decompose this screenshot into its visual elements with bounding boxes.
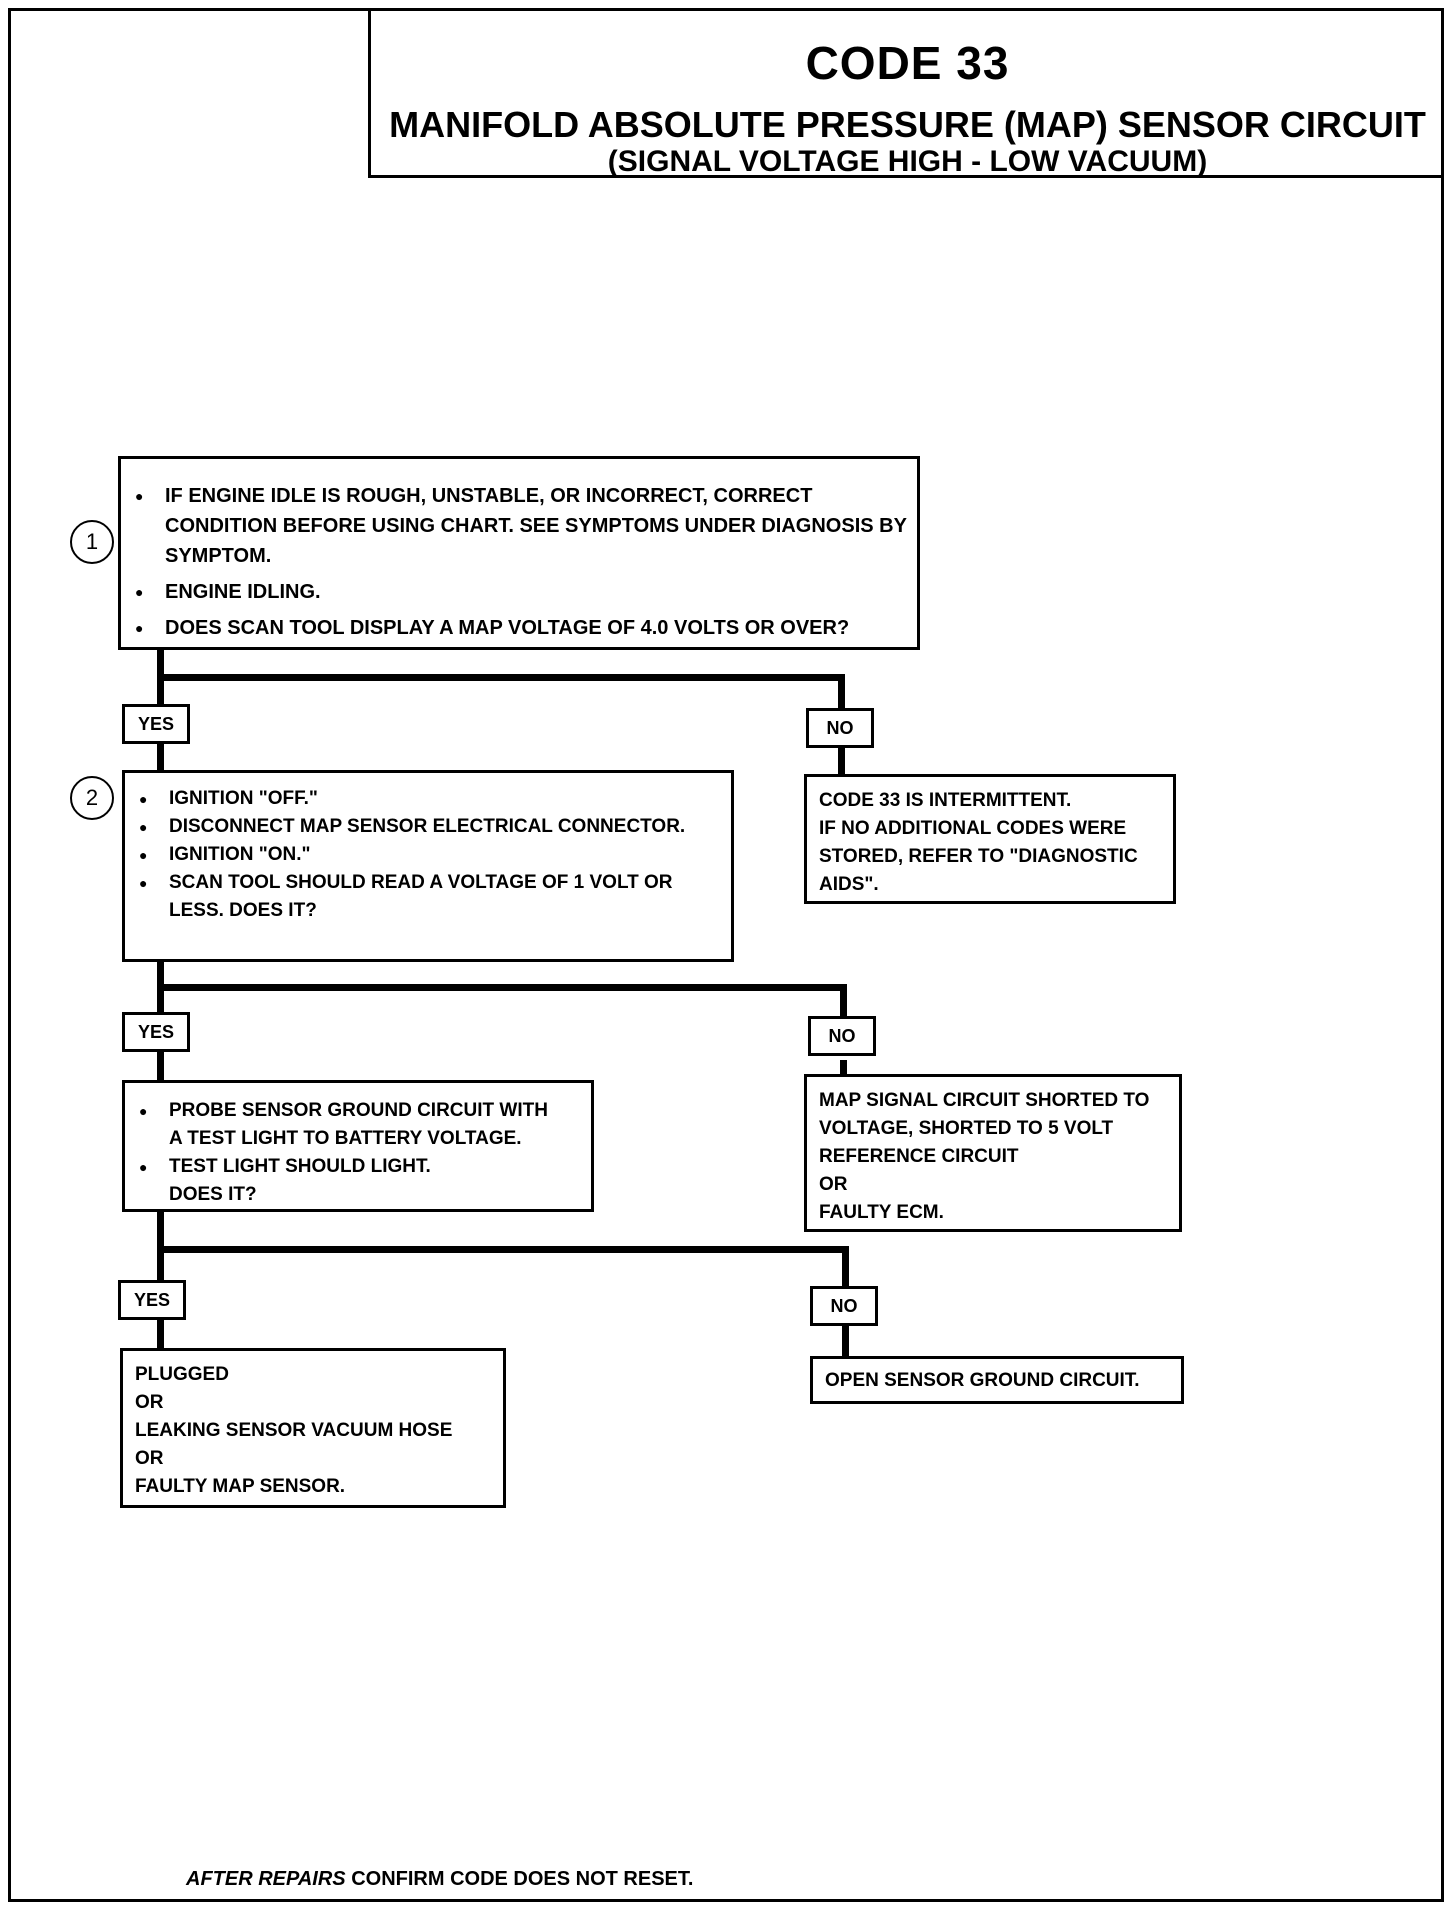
result-line: VOLTAGE, SHORTED TO 5 VOLT bbox=[819, 1118, 1114, 1139]
result-line: STORED, REFER TO "DIAGNOSTIC bbox=[819, 846, 1138, 867]
yes-label: YES bbox=[122, 1012, 190, 1052]
step1-no-result: CODE 33 IS INTERMITTENT. IF NO ADDITIONA… bbox=[804, 774, 1176, 904]
connector-line bbox=[157, 984, 847, 991]
step3-yes-result: PLUGGED OR LEAKING SENSOR VACUUM HOSE OR… bbox=[120, 1348, 506, 1508]
step2-box: IGNITION "OFF." DISCONNECT MAP SENSOR EL… bbox=[122, 770, 734, 962]
step1-item: ENGINE IDLING. bbox=[121, 577, 917, 607]
result-line: OPEN SENSOR GROUND CIRCUIT. bbox=[825, 1370, 1140, 1391]
step2-item: SCAN TOOL SHOULD READ A VOLTAGE OF 1 VOL… bbox=[125, 869, 731, 925]
step2-no-result: MAP SIGNAL CIRCUIT SHORTED TO VOLTAGE, S… bbox=[804, 1074, 1182, 1232]
code-number: CODE 33 bbox=[805, 37, 1010, 89]
connector-line bbox=[157, 1050, 164, 1082]
connector-line bbox=[157, 1246, 849, 1253]
no-label: NO bbox=[806, 708, 874, 748]
connector-line bbox=[840, 1060, 847, 1076]
connector-line bbox=[157, 1318, 164, 1350]
connector-line bbox=[157, 674, 845, 681]
connector-line bbox=[838, 674, 845, 710]
step3-box: PROBE SENSOR GROUND CIRCUIT WITH A TEST … bbox=[122, 1080, 594, 1212]
yes-label: YES bbox=[122, 704, 190, 744]
result-line: IF NO ADDITIONAL CODES WERE bbox=[819, 818, 1127, 839]
no-label: NO bbox=[808, 1016, 876, 1056]
result-line: MAP SIGNAL CIRCUIT SHORTED TO bbox=[819, 1090, 1150, 1111]
step-number-badge: 2 bbox=[70, 776, 114, 820]
chart-title: MANIFOLD ABSOLUTE PRESSURE (MAP) SENSOR … bbox=[389, 104, 1426, 145]
connector-line bbox=[842, 1246, 849, 1286]
step2-item: IGNITION "ON." bbox=[125, 841, 731, 869]
page-frame bbox=[8, 8, 1444, 1902]
result-line: OR bbox=[819, 1174, 848, 1195]
step1-item: IF ENGINE IDLE IS ROUGH, UNSTABLE, OR IN… bbox=[121, 481, 917, 571]
connector-line bbox=[842, 1326, 849, 1358]
connector-line bbox=[157, 740, 164, 772]
no-label: NO bbox=[810, 1286, 878, 1326]
result-line: OR bbox=[135, 1448, 164, 1469]
title-block: CODE 33 MANIFOLD ABSOLUTE PRESSURE (MAP)… bbox=[368, 8, 1444, 178]
result-line: AIDS". bbox=[819, 874, 879, 895]
chart-subtitle: (SIGNAL VOLTAGE HIGH - LOW VACUUM) bbox=[607, 145, 1208, 178]
result-line: REFERENCE CIRCUIT bbox=[819, 1146, 1019, 1167]
step2-item: IGNITION "OFF." bbox=[125, 785, 731, 813]
result-line: OR bbox=[135, 1392, 164, 1413]
step2-item: DISCONNECT MAP SENSOR ELECTRICAL CONNECT… bbox=[125, 813, 731, 841]
connector-line bbox=[840, 984, 847, 1020]
step3-item: PROBE SENSOR GROUND CIRCUIT WITH A TEST … bbox=[125, 1097, 591, 1153]
footer-note: AFTER REPAIRS CONFIRM CODE DOES NOT RESE… bbox=[186, 1868, 693, 1891]
step3-no-result: OPEN SENSOR GROUND CIRCUIT. bbox=[810, 1356, 1184, 1404]
step1-box: IF ENGINE IDLE IS ROUGH, UNSTABLE, OR IN… bbox=[118, 456, 920, 650]
result-line: PLUGGED bbox=[135, 1364, 229, 1385]
result-line: FAULTY MAP SENSOR. bbox=[135, 1476, 346, 1497]
step-number-badge: 1 bbox=[70, 520, 114, 564]
step1-item: DOES SCAN TOOL DISPLAY A MAP VOLTAGE OF … bbox=[121, 613, 917, 643]
result-line: CODE 33 IS INTERMITTENT. bbox=[819, 790, 1072, 811]
result-line: LEAKING SENSOR VACUUM HOSE bbox=[135, 1420, 453, 1441]
footer-text: CONFIRM CODE DOES NOT RESET. bbox=[351, 1868, 694, 1890]
step3-item: TEST LIGHT SHOULD LIGHT. DOES IT? bbox=[125, 1153, 591, 1209]
yes-label: YES bbox=[118, 1280, 186, 1320]
footer-emphasis: AFTER REPAIRS bbox=[186, 1868, 346, 1890]
connector-line bbox=[838, 746, 845, 776]
result-line: FAULTY ECM. bbox=[819, 1202, 944, 1223]
